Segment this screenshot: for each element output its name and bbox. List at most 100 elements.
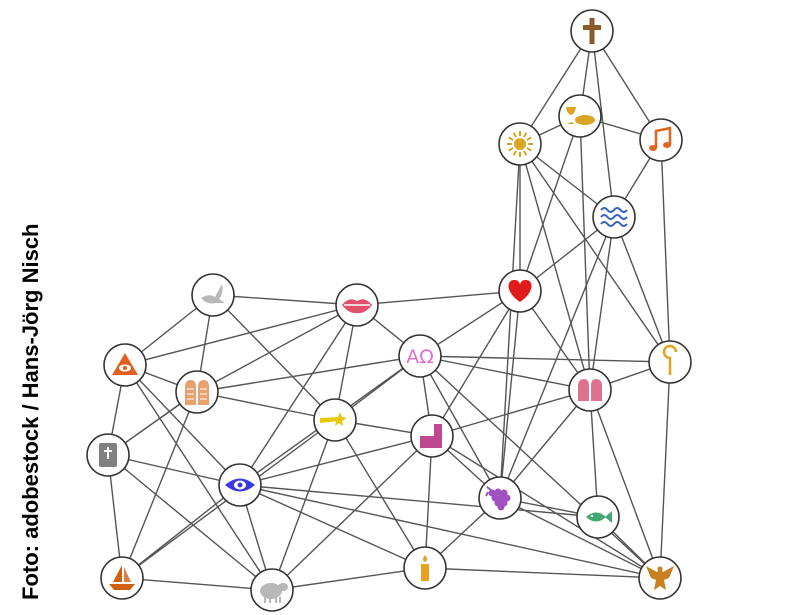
edge-cross-water xyxy=(591,30,615,218)
edge-eye-boat xyxy=(121,484,241,579)
node-eye xyxy=(218,463,262,507)
bread-chalice-icon xyxy=(566,107,595,125)
node-praying-hands xyxy=(568,368,612,412)
edge-bible-eye xyxy=(107,454,241,486)
cross-icon xyxy=(583,18,601,44)
edge-praying-hands-church xyxy=(431,389,591,437)
lips-icon xyxy=(342,299,372,314)
edge-crozier-alpha-omega xyxy=(419,355,671,363)
edge-trinity-eye-eye xyxy=(124,364,241,486)
edge-alpha-omega-eagle xyxy=(419,355,661,579)
node-tablets xyxy=(175,370,219,414)
edge-eye-fish xyxy=(239,484,599,518)
node-bread-chalice xyxy=(558,94,602,138)
nodes-layer: AΩ xyxy=(86,9,692,612)
crozier-icon xyxy=(662,344,678,375)
node-dove xyxy=(191,273,235,317)
edge-bible-lamb xyxy=(107,454,273,591)
edge-lips-tablets xyxy=(196,304,358,393)
edge-sun-grapes xyxy=(499,143,521,499)
edge-praying-hands-grapes xyxy=(499,389,591,499)
commandment-tablets-icon xyxy=(185,380,209,405)
lamb-icon xyxy=(260,583,288,603)
node-circle xyxy=(175,370,219,414)
edge-heart-church xyxy=(431,290,521,437)
edges-layer xyxy=(107,30,671,591)
fish-icon xyxy=(586,511,612,523)
edge-eye-eagle xyxy=(239,484,661,579)
heart-icon xyxy=(508,279,532,302)
boat-icon xyxy=(109,565,135,590)
water-waves-icon xyxy=(600,207,628,227)
node-lips xyxy=(335,283,379,327)
node-grapes xyxy=(478,476,522,520)
edge-candle-eagle xyxy=(424,567,661,579)
edge-lips-eye xyxy=(239,304,358,486)
node-candle xyxy=(403,546,447,590)
edge-praying-hands-eagle xyxy=(589,389,661,579)
eagle-icon xyxy=(646,566,674,590)
edge-candle-lamb xyxy=(271,567,426,591)
bible-icon xyxy=(99,443,117,467)
edge-eye-candle xyxy=(239,484,426,569)
edge-bread-chalice-heart xyxy=(519,115,581,292)
node-cross xyxy=(570,9,614,53)
edge-boat-lamb xyxy=(121,577,273,591)
edge-sun-crozier xyxy=(519,143,671,363)
node-circle xyxy=(568,368,612,412)
grapes-icon xyxy=(485,486,511,511)
edge-grapes-eagle xyxy=(499,497,661,579)
edge-cross-sun xyxy=(519,30,593,145)
edge-church-lamb xyxy=(271,435,433,591)
node-alpha-omega: AΩ xyxy=(398,334,442,378)
edge-tablets-comet xyxy=(196,391,336,421)
node-lamb xyxy=(250,568,294,612)
edge-music-crozier xyxy=(660,139,671,363)
node-boat xyxy=(100,556,144,600)
node-fish xyxy=(576,495,620,539)
edge-heart-grapes xyxy=(499,290,521,499)
node-bible xyxy=(86,433,130,477)
node-circle xyxy=(639,118,683,162)
edge-tablets-alpha-omega xyxy=(196,355,421,393)
edge-water-grapes xyxy=(499,216,615,499)
node-sun xyxy=(498,122,542,166)
node-heart xyxy=(498,269,542,313)
music-note-icon xyxy=(649,126,672,151)
node-music xyxy=(639,118,683,162)
alpha-omega-icon: AΩ xyxy=(406,346,434,368)
node-trinity-eye xyxy=(103,343,147,387)
edge-bread-chalice-praying-hands xyxy=(579,115,591,391)
church-icon xyxy=(420,424,442,448)
edge-trinity-eye-lamb xyxy=(124,364,273,591)
eye-icon xyxy=(225,478,255,492)
sun-icon xyxy=(507,131,533,157)
edge-water-crozier xyxy=(613,216,671,363)
node-water xyxy=(592,195,636,239)
node-eagle xyxy=(638,556,682,600)
edge-alpha-omega-grapes xyxy=(419,355,501,499)
edge-church-eye xyxy=(239,435,433,486)
node-crozier xyxy=(648,340,692,384)
trinity-eye-icon xyxy=(112,353,138,375)
edge-comet-lamb xyxy=(271,419,336,591)
edge-praying-hands-alpha-omega xyxy=(419,355,591,391)
edge-lips-trinity-eye xyxy=(124,304,358,366)
alpha-omega-label: AΩ xyxy=(406,346,434,368)
edge-tablets-boat xyxy=(121,391,198,579)
praying-hands-icon xyxy=(578,379,602,401)
node-circle xyxy=(398,334,442,378)
edge-water-praying-hands xyxy=(589,216,615,391)
comet-icon xyxy=(320,412,347,426)
edge-sun-praying-hands xyxy=(519,143,591,391)
node-circle xyxy=(191,273,235,317)
node-church xyxy=(410,414,454,458)
edge-dove-lips xyxy=(212,294,358,306)
node-comet xyxy=(313,398,357,442)
edge-crozier-eagle xyxy=(659,361,671,579)
dove-icon xyxy=(201,284,225,304)
edge-comet-candle xyxy=(334,419,426,569)
candle-icon xyxy=(421,555,429,581)
edge-dove-comet xyxy=(212,294,336,421)
